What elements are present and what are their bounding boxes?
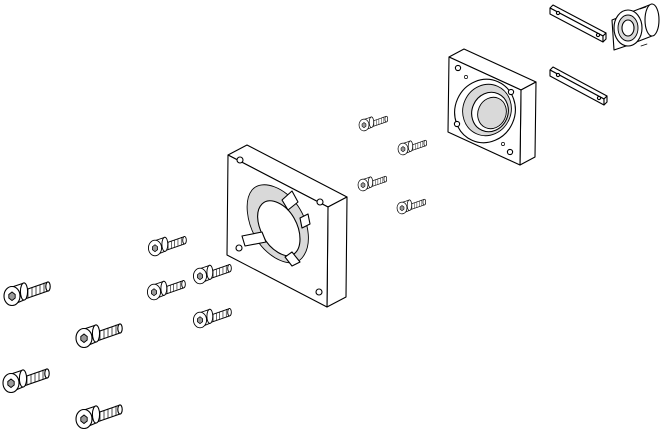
clamp-strip-upper bbox=[549, 4, 607, 43]
long-socket-screw bbox=[75, 404, 123, 430]
medium-socket-screw bbox=[147, 235, 187, 257]
coupling-hub bbox=[611, 3, 660, 51]
long-screw-set bbox=[2, 281, 123, 430]
small-socket-screw bbox=[358, 115, 389, 132]
small-socket-screw bbox=[396, 198, 427, 215]
medium-socket-screw bbox=[192, 307, 232, 329]
clamp-strips bbox=[549, 4, 608, 106]
long-socket-screw bbox=[3, 281, 51, 307]
small-socket-screw bbox=[397, 139, 428, 156]
medium-socket-screw bbox=[146, 279, 186, 301]
clamp-strip-lower bbox=[549, 66, 608, 106]
small-socket-screw bbox=[357, 175, 388, 192]
medium-socket-screw bbox=[192, 263, 232, 285]
long-socket-screw bbox=[75, 323, 123, 349]
long-socket-screw bbox=[2, 368, 50, 394]
small-screw-set bbox=[357, 115, 428, 215]
medium-screw-set bbox=[146, 235, 232, 329]
large-flange-plate bbox=[226, 144, 348, 308]
bearing-housing-block bbox=[447, 48, 537, 166]
